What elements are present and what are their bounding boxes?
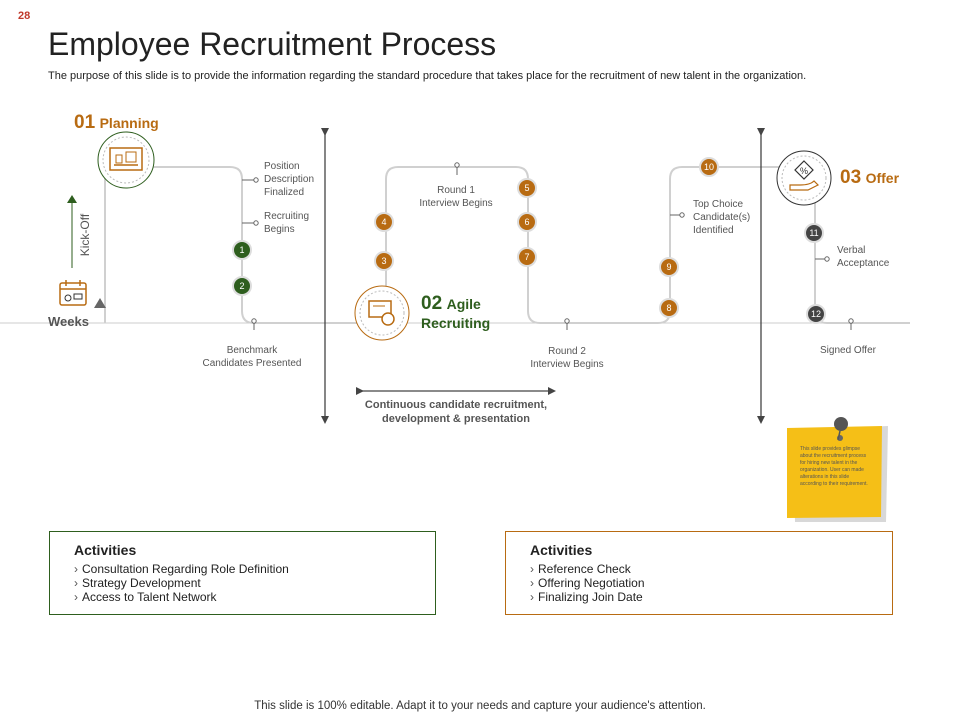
svg-text:11: 11 [809, 228, 818, 238]
step-8: 8 [659, 298, 679, 318]
svg-text:6: 6 [524, 217, 529, 227]
step-1: 1 [232, 240, 252, 260]
svg-text:9: 9 [666, 262, 671, 272]
weeks-label: Weeks [48, 314, 89, 329]
svg-text:3: 3 [381, 256, 386, 266]
step-circles: 1 2 3 4 5 6 7 8 9 10 11 12 [232, 157, 826, 324]
label-recruiting-begins: Recruiting Begins [264, 211, 310, 235]
phase-number: 02 [421, 293, 443, 314]
svg-text:12: 12 [811, 309, 821, 319]
step-10: 10 [699, 157, 719, 177]
activities-box-left: Activities ›Consultation Regarding Role … [49, 531, 436, 615]
svg-text:%: % [800, 166, 808, 176]
label-signed-offer: Signed Offer [820, 345, 876, 356]
svg-text:10: 10 [704, 162, 714, 172]
calendar-icon [59, 280, 87, 306]
activities-list: ›Consultation Regarding Role Definition … [74, 562, 435, 604]
continuous-label: Continuous candidate recruitment, develo… [364, 399, 548, 425]
step-12: 12 [806, 304, 826, 324]
list-item: ›Offering Negotiation [530, 576, 645, 590]
activities-list: ›Reference Check ›Offering Negotiation ›… [530, 562, 892, 604]
label-position-description: Position Description Finalized [264, 161, 315, 198]
list-item: ›Finalizing Join Date [530, 590, 643, 604]
page-title: Employee Recruitment Process [48, 26, 497, 62]
label-round1: Round 1 Interview Begins [419, 185, 493, 209]
svg-text:5: 5 [524, 183, 529, 193]
svg-text:7: 7 [524, 252, 529, 262]
phase-number: 01 [74, 112, 96, 133]
phase-name-line1: Agile [446, 296, 481, 312]
kickoff-label: Kick-Off [78, 213, 92, 257]
list-item: ›Access to Talent Network [74, 590, 217, 604]
step-3: 3 [374, 251, 394, 271]
list-item: ›Reference Check [530, 562, 631, 576]
activities-heading: Activities [74, 542, 137, 558]
svg-text:8: 8 [666, 303, 671, 313]
svg-text:1: 1 [239, 245, 244, 255]
step-9: 9 [659, 257, 679, 277]
sticky-note [787, 417, 888, 522]
phase-offer-title: 03 Offer [840, 167, 899, 189]
step-11: 11 [804, 223, 824, 243]
page-subtitle: The purpose of this slide is to provide … [48, 70, 807, 82]
activities-box-right: Activities ›Reference Check ›Offering Ne… [505, 531, 893, 615]
phase-planning-title: 01 Planning [74, 112, 159, 134]
activities-heading: Activities [530, 542, 593, 558]
weeks-triangle [94, 298, 106, 308]
planning-icon [97, 131, 155, 189]
phase-number: 03 [840, 167, 862, 188]
label-verbal-acceptance: Verbal Acceptance [837, 245, 890, 269]
svg-text:4: 4 [381, 217, 386, 227]
phase-agile-title: 02 Agile Recruiting [421, 294, 490, 333]
agile-recruiting-icon [354, 285, 410, 341]
step-4: 4 [374, 212, 394, 232]
phase-name: Planning [99, 115, 159, 131]
phase-name: Offer [865, 170, 900, 186]
step-6: 6 [517, 212, 537, 232]
list-item: ›Strategy Development [74, 576, 201, 590]
note-text: This slide provides glimpse about the re… [800, 446, 868, 487]
list-item: ›Consultation Regarding Role Definition [74, 562, 289, 576]
label-top-choice: Top Choice Candidate(s) Identified [693, 199, 751, 236]
pushpin-icon [834, 417, 848, 431]
label-round2: Round 2 Interview Begins [530, 346, 604, 370]
kickoff-triangle [67, 195, 77, 203]
step-7: 7 [517, 247, 537, 267]
step-2: 2 [232, 276, 252, 296]
svg-text:2: 2 [239, 281, 244, 291]
pins [242, 162, 854, 330]
label-benchmark: Benchmark Candidates Presented [202, 345, 302, 369]
offer-icon: % [776, 150, 832, 206]
footer-text: This slide is 100% editable. Adapt it to… [254, 700, 706, 712]
phase-name-line2: Recruiting [421, 315, 491, 331]
step-5: 5 [517, 178, 537, 198]
slide-number: 28 [18, 10, 31, 22]
